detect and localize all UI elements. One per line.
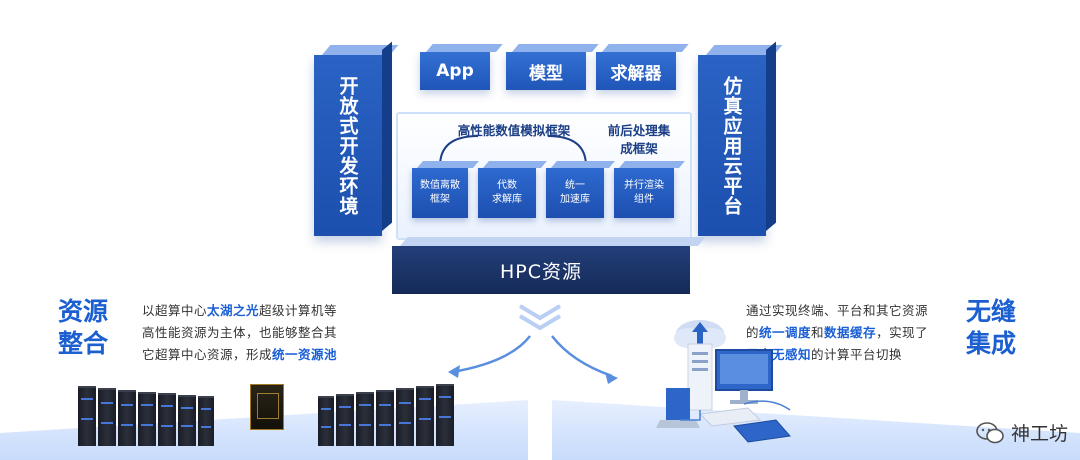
right-column-label: 仿真应用云平台	[720, 75, 743, 216]
resource-integration-text: 以超算中心太湖之光超级计算机等 高性能资源为主体，也能够整合其 它超算中心资源，…	[142, 303, 338, 362]
server-tower-icon	[687, 343, 713, 411]
resource-integration-title: 资源 整合	[58, 297, 109, 358]
server-rack	[178, 395, 196, 446]
left-arrowhead-icon	[448, 365, 460, 378]
right-arrow	[551, 335, 613, 378]
server-rack	[198, 396, 214, 446]
server-rack	[318, 396, 334, 446]
watermark-label: 神工坊	[1010, 423, 1068, 445]
server-rack	[336, 394, 354, 446]
solver-box: 求解器	[596, 44, 689, 90]
server-rack	[98, 388, 116, 446]
cloud-icon	[674, 320, 726, 348]
model-box: 模型	[506, 44, 599, 90]
watermark: 神工坊	[975, 419, 1068, 446]
server-rack	[158, 393, 176, 446]
server-rack	[376, 390, 394, 446]
hpc-sim-framework-title: 高性能数值模拟框架	[457, 123, 571, 138]
simulation-cloud-column: 仿真应用云平台	[698, 41, 783, 236]
seamless-integration-title: 无缝 集成	[966, 297, 1017, 358]
parallel-render-box: 并行渲染组件	[614, 161, 685, 218]
server-rack	[138, 392, 156, 446]
framework-panel: 高性能数值模拟框架 前后处理集成框架 数值离散框架 代数求解库 统一加速库 并行…	[396, 112, 692, 240]
open-dev-environment-column: 开放式开发环境	[314, 41, 399, 236]
hpc-resource-bar: HPC资源	[392, 237, 706, 294]
hpc-label: HPC资源	[499, 260, 582, 283]
algebra-solver-box: 代数求解库	[478, 161, 547, 218]
server-rack	[356, 392, 374, 446]
taihu-light-core-icon	[250, 384, 284, 430]
wechat-icon	[976, 421, 1004, 443]
unified-accel-box: 统一加速库	[546, 161, 615, 218]
app-box: App	[420, 44, 503, 90]
model-box-label: 模型	[529, 63, 563, 84]
prepost-framework-title: 前后处理集成框架	[607, 123, 671, 156]
left-column-label: 开放式开发环境	[336, 75, 359, 216]
server-rack	[416, 386, 434, 446]
server-rack	[78, 386, 96, 446]
left-arrow	[451, 335, 531, 374]
server-rack	[118, 390, 136, 446]
server-rack	[396, 388, 414, 446]
seamless-integration-text: 通过实现终端、平台和其它资源 的统一调度和数据缓存，实现了 用户无感知的计算平台…	[746, 303, 929, 362]
down-chevron-icon	[518, 304, 562, 331]
server-rack	[436, 384, 454, 446]
numeric-discrete-box: 数值离散框架	[412, 161, 479, 218]
solver-box-label: 求解器	[610, 63, 662, 84]
app-box-label: App	[436, 61, 474, 81]
right-arrowhead-icon	[605, 372, 618, 384]
